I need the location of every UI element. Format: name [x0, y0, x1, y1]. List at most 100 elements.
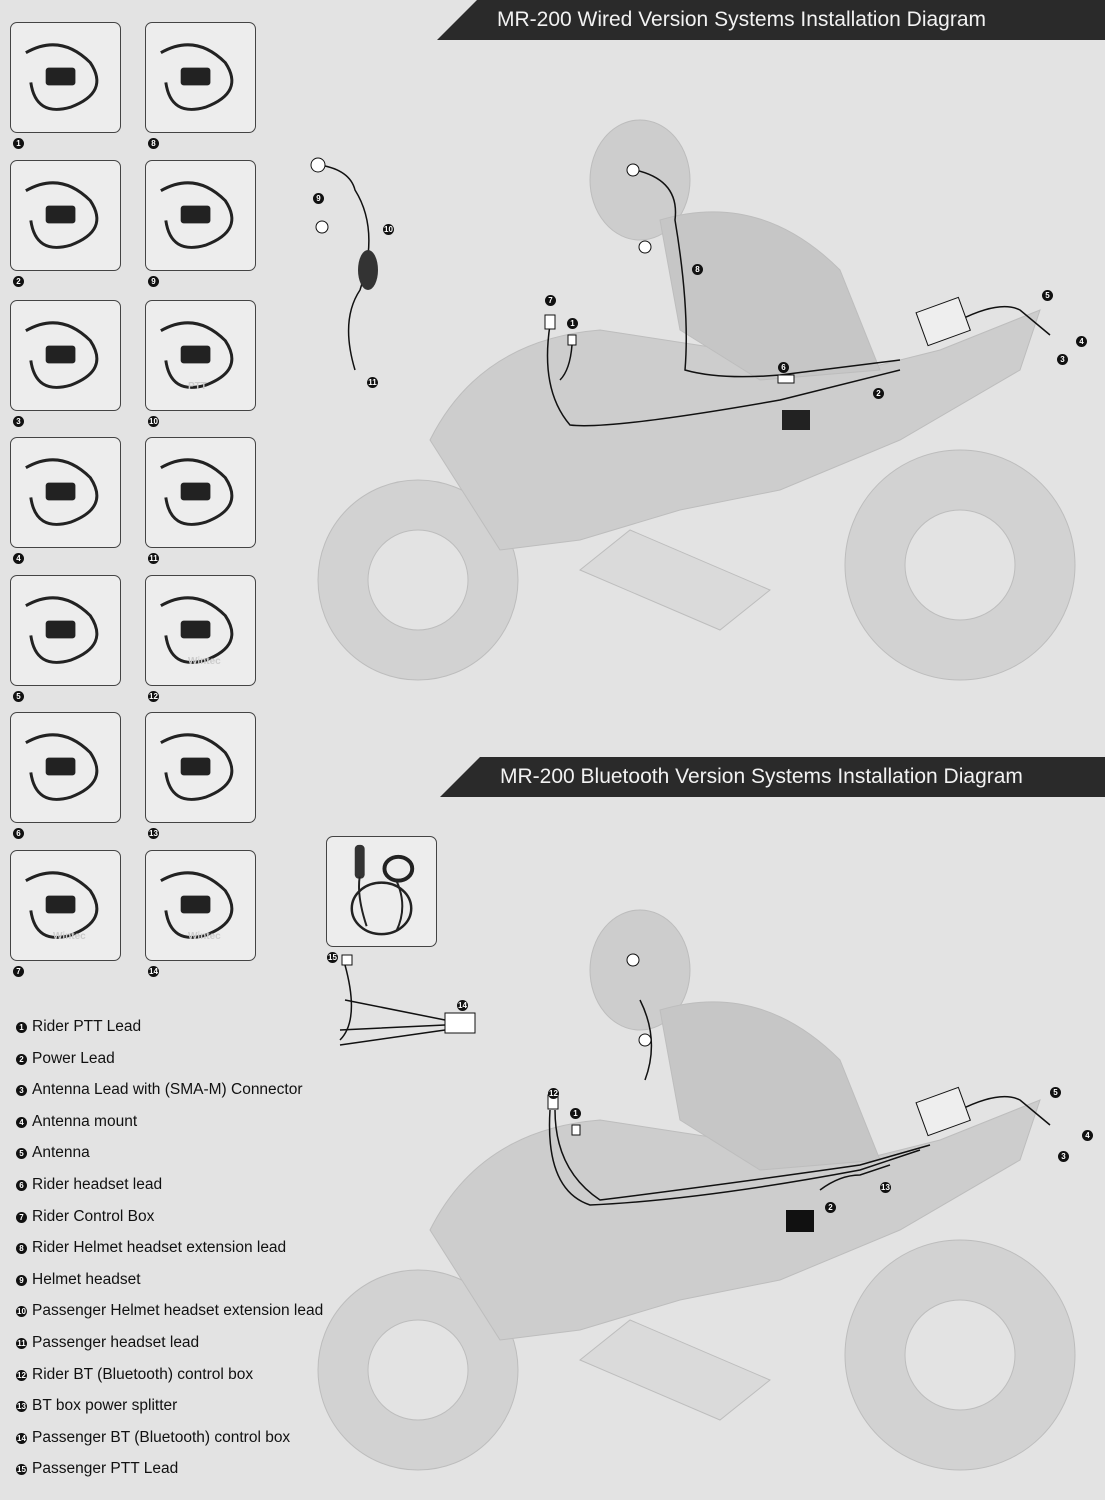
power-lead-icon	[25, 181, 99, 249]
legend-label: Rider PTT Lead	[32, 1018, 142, 1035]
passenger-bt-box-icon	[160, 871, 234, 939]
wired-diagram-title: MR-200 Wired Version Systems Installatio…	[437, 0, 1105, 40]
part-tile-13	[145, 712, 256, 823]
part-number: 5	[13, 691, 24, 702]
part-tile-5	[10, 575, 121, 686]
legend-label: Antenna mount	[32, 1112, 138, 1130]
part-number: 13	[148, 828, 159, 839]
legend-label: Passenger PTT Lead	[32, 1460, 179, 1478]
diagram-callout: 4	[1082, 1130, 1093, 1141]
antenna-lead-icon	[25, 321, 99, 389]
part-tile-11	[145, 437, 256, 548]
diagram-callout: 5	[1050, 1087, 1061, 1098]
diagram-callout: 2	[825, 1202, 836, 1213]
diagram-callout: 1	[570, 1108, 581, 1119]
part-tile-14: Wintec	[145, 850, 256, 961]
diagram-callout: 3	[1057, 354, 1068, 365]
part-tile-8	[145, 22, 256, 133]
helmet-headset-icon	[160, 181, 234, 249]
diagram-callout: 1	[567, 318, 578, 329]
legend-label: Rider Control Box	[32, 1207, 155, 1225]
legend-number: 10	[16, 1306, 27, 1318]
power-splitter-icon	[160, 733, 234, 801]
part-number: 2	[13, 276, 24, 287]
brand-label: Wintec	[188, 931, 221, 942]
part-tile-9	[145, 160, 256, 271]
part-tile-7: Wintec	[10, 850, 121, 961]
legend-label: Rider headset lead	[32, 1175, 163, 1193]
antenna-mount-icon	[25, 458, 99, 526]
legend-item: 6 Rider headset lead	[16, 1176, 323, 1208]
diagram-callout: 10	[383, 224, 394, 235]
diagram-callout: 5	[1042, 290, 1053, 301]
bt-control-box-icon	[160, 596, 234, 664]
diagram-callout: 6	[778, 362, 789, 373]
part-tile-12: Wintec	[145, 575, 256, 686]
diagram-callout: 12	[548, 1088, 559, 1099]
brand-label: Wintec	[53, 931, 86, 942]
diagram-callout: 14	[457, 1000, 468, 1011]
brand-label: Wintec	[188, 656, 221, 667]
diagram-callout: 15	[327, 952, 338, 963]
diagram-callout: 11	[367, 377, 378, 388]
diagram-callout: 9	[313, 193, 324, 204]
diagram-callout: 8	[692, 264, 703, 275]
legend-label: Power Lead	[32, 1049, 115, 1067]
antenna-icon	[25, 596, 99, 664]
bluetooth-motorcycle-diagram	[317, 909, 1076, 1471]
diagram-callout: 7	[545, 295, 556, 306]
part-number: 10	[148, 416, 159, 427]
legend-number: 12	[16, 1369, 27, 1381]
part-tile-2	[10, 160, 121, 271]
legend-item: 12 Rider BT (Bluetooth) control box	[16, 1366, 323, 1398]
part-number: 12	[148, 691, 159, 702]
legend-number: 4	[16, 1116, 27, 1128]
legend-item: 1 Rider PTT Lead	[16, 1018, 323, 1050]
part-number: 7	[13, 966, 24, 977]
part-number: 14	[148, 966, 159, 977]
diagram-callout: 3	[1058, 1151, 1069, 1162]
legend-label: Passenger Helmet headset extension lead	[32, 1302, 324, 1320]
legend-number: 2	[16, 1053, 27, 1065]
diagram-callout: 13	[880, 1182, 891, 1193]
legend-item: 9 Helmet headset	[16, 1271, 323, 1303]
legend-number: 14	[16, 1432, 27, 1444]
bluetooth-diagram-title: MR-200 Bluetooth Version Systems Install…	[440, 757, 1105, 797]
control-box-icon	[25, 871, 99, 939]
legend-number: 1	[16, 1022, 27, 1033]
part-number: 11	[148, 553, 159, 564]
legend-label: Passenger headset lead	[32, 1333, 200, 1351]
legend-item: 10 Passenger Helmet headset extension lea…	[16, 1302, 323, 1334]
part-tile-1	[10, 22, 121, 133]
legend-label: Helmet headset	[32, 1270, 141, 1288]
wired-motorcycle-diagram	[310, 119, 1076, 681]
legend-label: Rider BT (Bluetooth) control box	[32, 1365, 254, 1383]
legend-item: 8 Rider Helmet headset extension lead	[16, 1239, 323, 1271]
legend-number: 6	[16, 1179, 27, 1191]
legend-label: BT box power splitter	[32, 1397, 178, 1415]
coiled-extension-lead-icon	[160, 43, 234, 111]
part-number: 1	[13, 138, 24, 149]
legend-number: 8	[16, 1243, 27, 1255]
legend-label: Rider Helmet headset extension lead	[32, 1239, 287, 1257]
legend-number: 13	[16, 1401, 27, 1413]
part-number: 4	[13, 553, 24, 564]
legend-number: 5	[16, 1148, 27, 1160]
legend-item: 11 Passenger headset lead	[16, 1334, 323, 1366]
legend-item: 2 Power Lead	[16, 1050, 323, 1082]
part-number: 3	[13, 416, 24, 427]
part-tile-3	[10, 300, 121, 411]
part-tile-6	[10, 712, 121, 823]
diagram-callout: 4	[1076, 336, 1087, 347]
legend-number: 11	[16, 1337, 27, 1349]
legend-number: 3	[16, 1085, 27, 1097]
part-tile-10: PTT	[145, 300, 256, 411]
ptt-lead-icon	[25, 43, 99, 111]
legend-number: 9	[16, 1274, 27, 1286]
ptt-extension-lead-icon	[160, 321, 234, 389]
